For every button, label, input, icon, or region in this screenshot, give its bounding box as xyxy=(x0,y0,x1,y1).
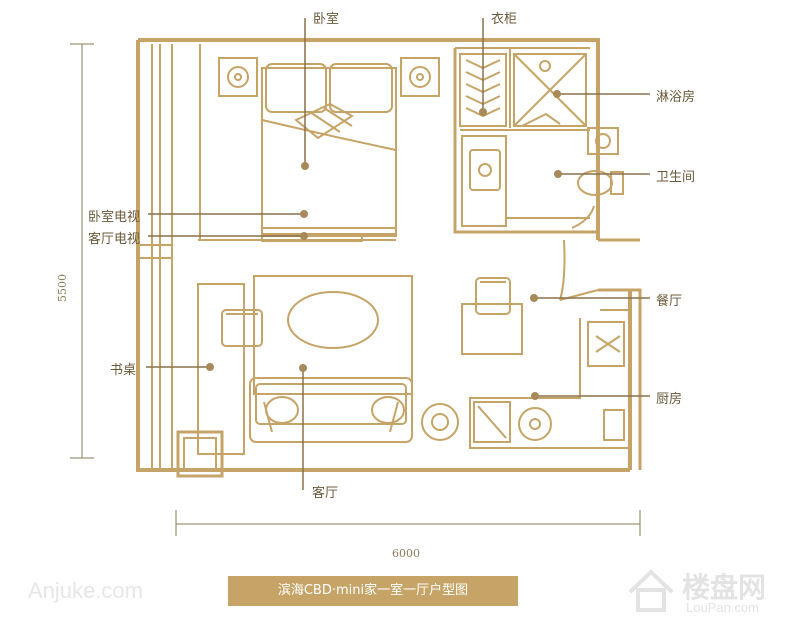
desk xyxy=(176,283,263,478)
label-kitchen: 厨房 xyxy=(656,392,683,407)
dimension-lines xyxy=(70,43,641,536)
label-bathroom: 卫生间 xyxy=(656,170,696,185)
watermark-url: LouPan.com xyxy=(686,600,759,615)
watermark-brand: 楼盘网 xyxy=(682,571,767,604)
label-living: 客厅 xyxy=(312,486,339,501)
label-bedroom: 卧室 xyxy=(313,12,340,27)
label-dining: 餐厅 xyxy=(656,294,683,309)
dining-chair xyxy=(461,277,523,355)
label-wardrobe: 衣柜 xyxy=(491,12,518,27)
label-desk: 书桌 xyxy=(110,363,137,378)
dimension-height: 5500 xyxy=(56,274,69,302)
shower xyxy=(513,53,587,127)
kitchen xyxy=(469,309,630,449)
label-bedroom-tv: 卧室电视 xyxy=(88,210,141,225)
nightstands xyxy=(218,57,440,97)
house-logo-icon xyxy=(628,569,674,612)
label-living-tv: 客厅电视 xyxy=(88,232,141,247)
living-room-furniture xyxy=(249,275,459,443)
bathroom-fixtures xyxy=(469,127,624,229)
plan-caption: 滨海CBD·mini家一室一厅户型图 xyxy=(228,576,518,606)
dimension-width: 6000 xyxy=(392,547,420,560)
label-shower: 淋浴房 xyxy=(656,90,696,105)
bed xyxy=(261,63,397,237)
watermark-anjuke: Anjuke.com xyxy=(28,578,143,603)
leader-dots xyxy=(206,90,562,400)
interior-walls xyxy=(198,47,599,301)
leader-lines xyxy=(146,18,650,490)
